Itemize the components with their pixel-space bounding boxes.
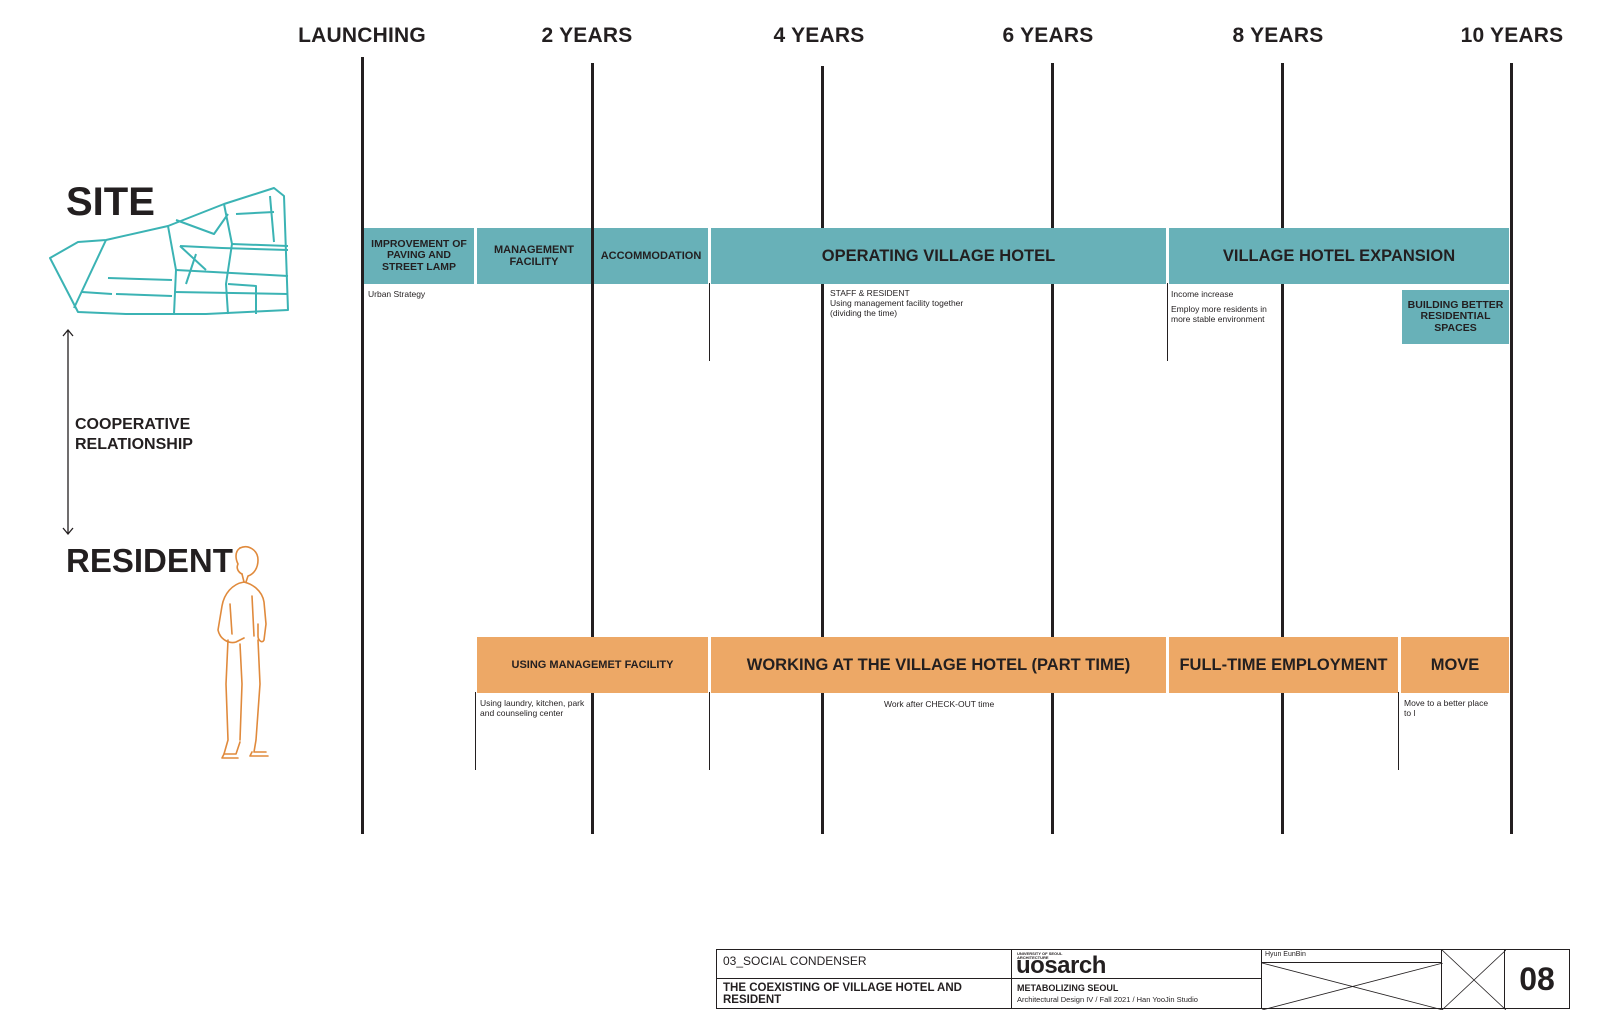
bar-management-facility: MANAGEMENT FACILITY — [477, 228, 591, 284]
bar-building-better-residential: BUILDING BETTER RESIDENTIAL SPACES — [1402, 290, 1509, 344]
bar-text: RESIDENTIAL — [1420, 310, 1491, 323]
header-2-years: 2 YEARS — [541, 24, 633, 47]
note-move-to-better-place: Move to a better place to l — [1404, 698, 1489, 719]
note-staff-resident: STAFF & RESIDENT Using management facili… — [830, 288, 964, 318]
header-launching: LAUNCHING — [298, 24, 426, 47]
double-arrow-icon — [62, 328, 74, 536]
resident-divider — [475, 692, 476, 770]
timeline-line-6-years — [1051, 63, 1054, 834]
note-line: Move to a better place — [1404, 698, 1489, 708]
note-line: (dividing the time) — [830, 307, 898, 318]
title-block-author-cell: Hyun EunBin — [1261, 949, 1442, 963]
header-8-years: 8 YEARS — [1232, 24, 1324, 47]
site-label: SITE — [66, 180, 155, 224]
note-work-after-checkout: Work after CHECK-OUT time — [884, 699, 995, 709]
title-block-logo-cell: UNIVERSITY OF SEOUL ARCHITECTURE uosarch — [1011, 949, 1262, 979]
title-block-title-cell: THE COEXISTING OF VILLAGE HOTEL AND RESI… — [716, 978, 1012, 1009]
timeline-line-8-years — [1281, 63, 1284, 834]
note-using-laundry: Using laundry, kitchen, park and counsel… — [480, 698, 585, 719]
timeline-line-launching — [361, 57, 364, 834]
title-block-page-cell: 08 — [1504, 949, 1570, 1009]
title-block-project-cell: METABOLIZING SEOUL Architectural Design … — [1011, 978, 1262, 1009]
bar-text: MANAGEMENT — [493, 243, 575, 256]
bar-text: PAVING AND — [387, 249, 451, 262]
bar-move: MOVE — [1401, 637, 1509, 693]
note-line: more stable environment — [1171, 313, 1265, 324]
header-10-years: 10 YEARS — [1460, 24, 1564, 47]
timeline-line-2-years — [591, 63, 594, 834]
cooperative-relationship-label: COOPERATIVE RELATIONSHIP — [75, 415, 193, 455]
section-label: 03_SOCIAL CONDENSER — [723, 954, 867, 968]
logo-subtext-line: ARCHITECTURE — [1017, 955, 1049, 961]
logo-subtext: UNIVERSITY OF SEOUL ARCHITECTURE — [1017, 951, 1063, 961]
note-urban-strategy: Urban Strategy — [368, 289, 426, 299]
title-block-cross-cell — [1441, 949, 1506, 1010]
site-divider — [709, 283, 710, 361]
page-number: 08 — [1519, 960, 1555, 997]
bar-improvement-of-paving: IMPROVEMENT OF PAVING AND STREET LAMP — [364, 228, 474, 284]
bar-text: FACILITY — [509, 256, 559, 268]
bar-using-management-facility: USING MANAGEMET FACILITY — [477, 637, 708, 693]
course-info: Architectural Design IV / Fall 2021 / Ha… — [1017, 995, 1198, 1004]
resident-label: RESIDENT — [66, 542, 233, 579]
site-plan-icon — [49, 187, 289, 315]
bar-text: IMPROVEMENT OF — [371, 237, 467, 250]
bar-full-time-employment: FULL-TIME EMPLOYMENT — [1169, 637, 1398, 693]
logo-subtext-line: UNIVERSITY OF SEOUL — [1017, 951, 1063, 956]
bar-operating-village-hotel: OPERATING VILLAGE HOTEL — [711, 228, 1166, 284]
bar-accommodation: ACCOMMODATION — [594, 228, 708, 284]
drawing-title-line-2: RESIDENT — [723, 994, 782, 1007]
title-block: 03_SOCIAL CONDENSER THE COEXISTING OF VI… — [716, 949, 1570, 1010]
bar-text: STREET LAMP — [381, 260, 457, 273]
title-block-section-cell: 03_SOCIAL CONDENSER — [716, 949, 1012, 979]
note-employ-more-residents: Employ more residents in more stable env… — [1171, 304, 1267, 325]
note-line: to l — [1404, 707, 1416, 718]
resident-divider — [709, 692, 710, 770]
title-block-empty-cell — [1261, 962, 1443, 1010]
timeline-line-4-years — [821, 66, 824, 834]
bar-text: BUILDING BETTER — [1407, 298, 1504, 311]
note-line: STAFF & RESIDENT — [830, 288, 910, 298]
cross-lines — [1262, 963, 1443, 1010]
relationship-line-1: COOPERATIVE — [75, 416, 191, 433]
note-line: Using management facility together — [830, 297, 964, 308]
project-name: METABOLIZING SEOUL — [1017, 983, 1119, 993]
note-line: Using laundry, kitchen, park — [480, 698, 585, 708]
timeline-line-10-years — [1510, 63, 1513, 834]
relationship-line-2: RELATIONSHIP — [75, 436, 193, 453]
uosarch-logo: uosarch — [1016, 952, 1106, 979]
bar-village-hotel-expansion: VILLAGE HOTEL EXPANSION — [1169, 228, 1509, 284]
note-income-increase: Income increase — [1171, 289, 1234, 299]
drawing-title-line-1: THE COEXISTING OF VILLAGE HOTEL AND — [723, 982, 962, 994]
drawing-title: THE COEXISTING OF VILLAGE HOTEL AND RESI… — [723, 982, 962, 1006]
site-divider — [1167, 283, 1168, 361]
person-figure-icon — [217, 545, 269, 759]
header-6-years: 6 YEARS — [1002, 24, 1094, 47]
note-line: and counseling center — [480, 707, 564, 718]
header-4-years: 4 YEARS — [773, 24, 865, 47]
note-line: Employ more residents in — [1171, 304, 1267, 314]
cross-lines — [1442, 950, 1506, 1010]
bar-working-at-village-hotel: WORKING AT THE VILLAGE HOTEL (PART TIME) — [711, 637, 1166, 693]
resident-divider — [1398, 692, 1399, 770]
author-name: Hyun EunBin — [1265, 951, 1306, 958]
bar-text: SPACES — [1434, 321, 1477, 334]
